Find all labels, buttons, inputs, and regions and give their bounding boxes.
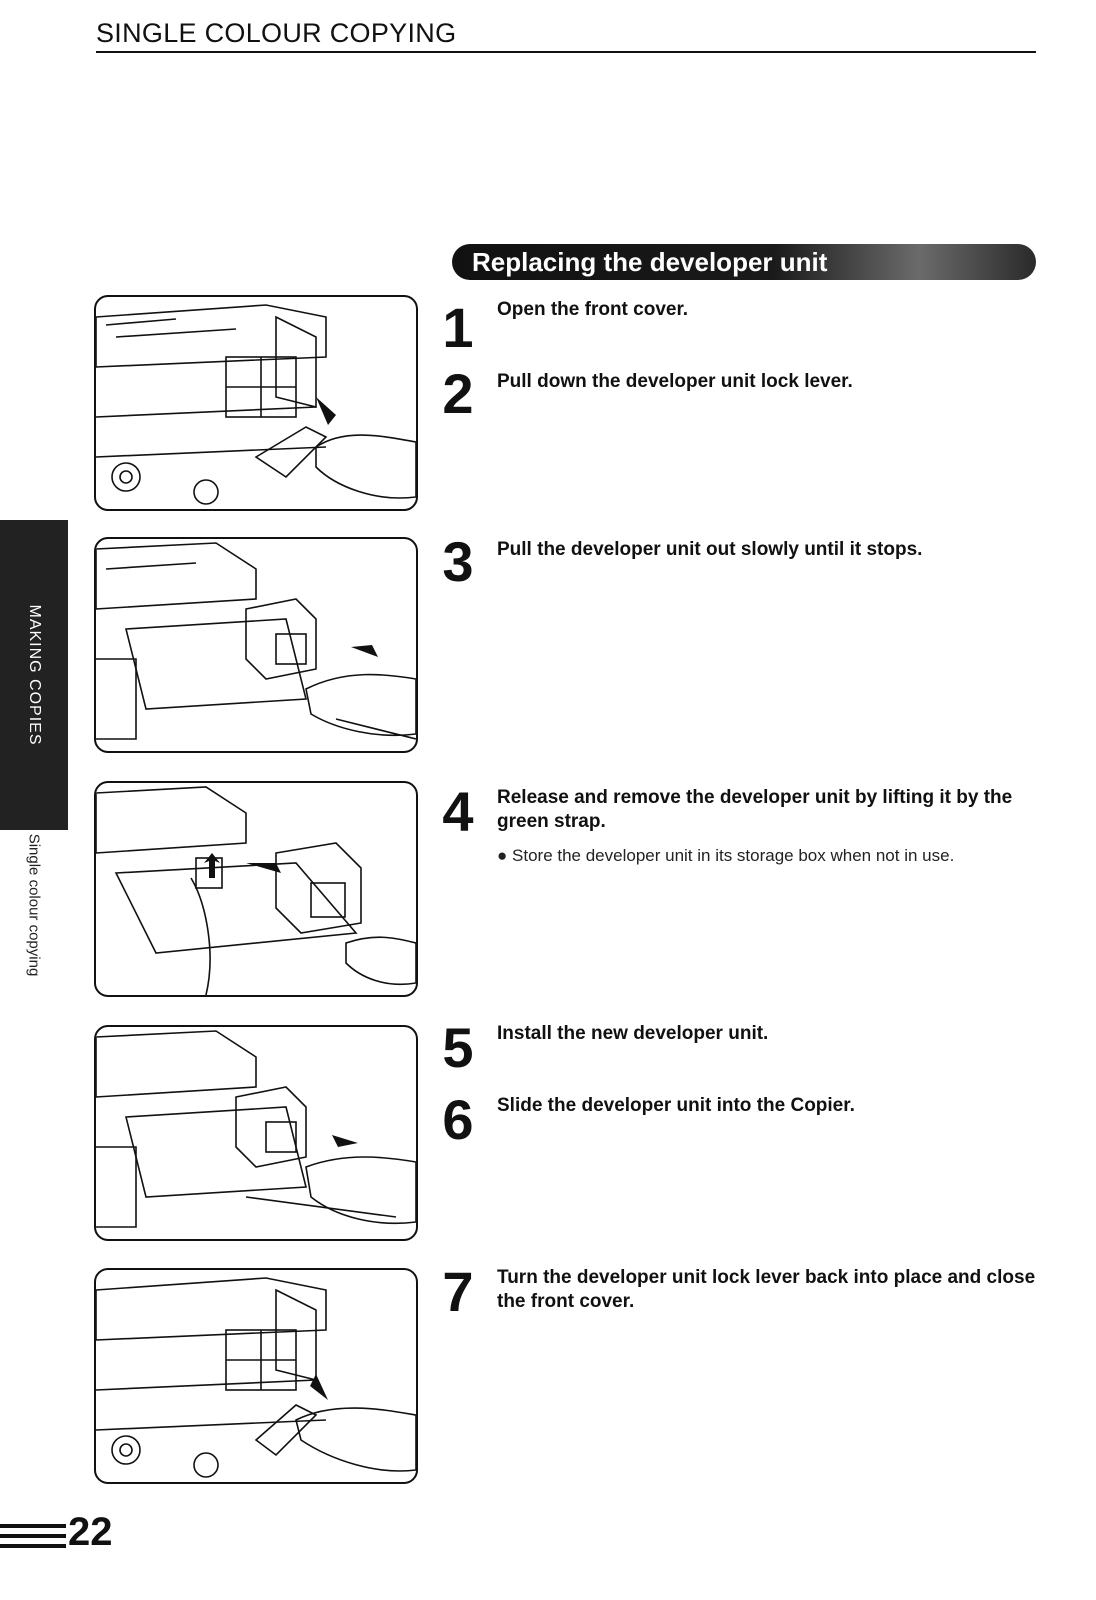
step-4-note-text: Store the developer unit in its storage … bbox=[512, 846, 955, 865]
section-title: Replacing the developer unit bbox=[472, 247, 828, 277]
copier-lift-developer-strap-illustration bbox=[94, 781, 418, 997]
step-5-text: Install the new developer unit. bbox=[497, 1023, 769, 1044]
step-3-number: 3 bbox=[442, 530, 474, 593]
step-2-number: 2 bbox=[442, 362, 474, 425]
step-4-text: Release and remove the developer unit by… bbox=[497, 787, 1013, 832]
page-number-value: 22 bbox=[68, 1510, 113, 1554]
step-7-text: Turn the developer unit lock lever back … bbox=[497, 1267, 1036, 1312]
step-2-text: Pull down the developer unit lock lever. bbox=[497, 371, 853, 392]
step-5-number: 5 bbox=[442, 1016, 474, 1079]
step-4-note: ● Store the developer unit in its storag… bbox=[497, 846, 1037, 866]
step-7-number: 7 bbox=[442, 1260, 474, 1323]
step-4-number: 4 bbox=[442, 780, 474, 843]
step-6-number: 6 bbox=[442, 1088, 474, 1151]
copier-lock-lever-up-illustration bbox=[94, 1268, 418, 1484]
copier-slide-in-developer-illustration bbox=[94, 1025, 418, 1241]
side-tab-sublabel: Single colour copying bbox=[25, 833, 43, 977]
page-title: SINGLE COLOUR COPYING bbox=[96, 18, 1036, 53]
side-tab: MAKING COPIES bbox=[0, 520, 68, 830]
step-6-text: Slide the developer unit into the Copier… bbox=[497, 1095, 855, 1116]
step-1-number: 1 bbox=[442, 296, 474, 359]
section-banner: Replacing the developer unit bbox=[452, 244, 1036, 280]
side-tab-label: MAKING COPIES bbox=[26, 604, 43, 746]
step-1-text: Open the front cover. bbox=[497, 299, 689, 320]
bullet-icon: ● bbox=[497, 846, 508, 865]
copier-lock-lever-down-illustration bbox=[94, 295, 418, 511]
copier-pull-out-developer-illustration bbox=[94, 537, 418, 753]
page-number-bars bbox=[0, 1524, 66, 1548]
step-3-text: Pull the developer unit out slowly until… bbox=[497, 539, 923, 560]
